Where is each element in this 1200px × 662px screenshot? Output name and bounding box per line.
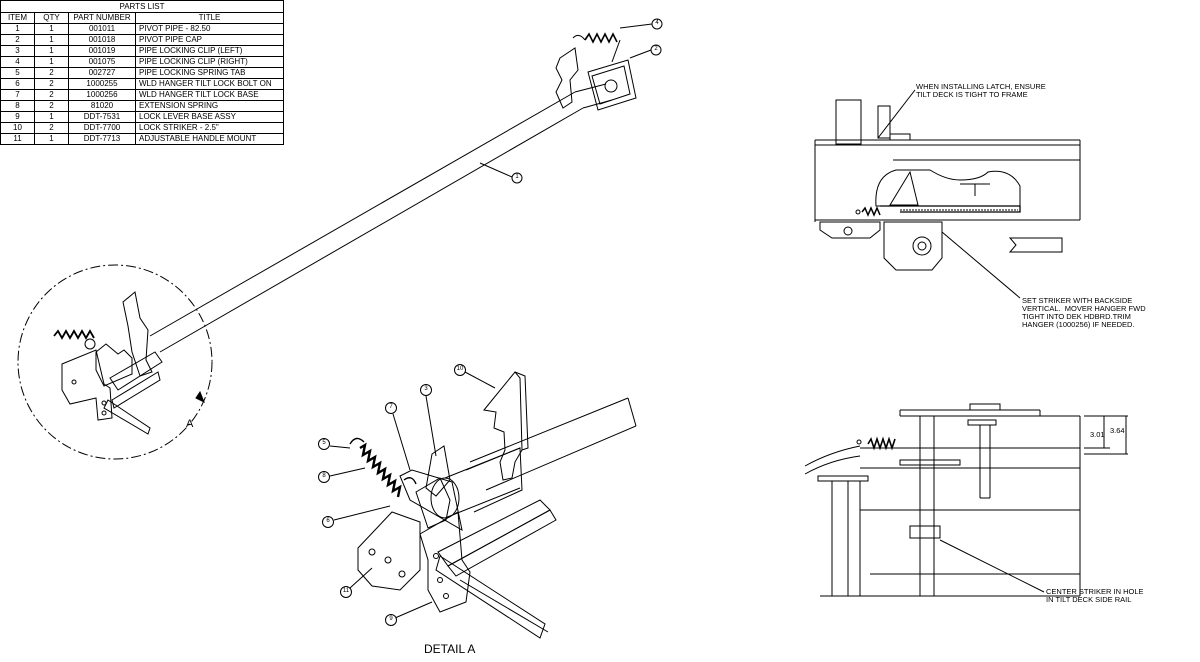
part-number-cell: 81020 xyxy=(68,100,136,112)
title-cell: ADJUSTABLE HANDLE MOUNT xyxy=(135,133,284,145)
item-cell: 3 xyxy=(0,45,35,57)
title-cell: PIVOT PIPE CAP xyxy=(135,34,284,46)
title-cell: PIVOT PIPE - 82.50 xyxy=(135,23,284,35)
header-title: TITLE xyxy=(135,12,284,24)
qty-cell: 2 xyxy=(34,78,69,90)
latch-side-view xyxy=(814,89,1081,299)
center-striker-note: CENTER STRIKER IN HOLE IN TILT DECK SIDE… xyxy=(1046,587,1144,604)
item-cell: 2 xyxy=(0,34,35,46)
dimension-3-64: 3.64 xyxy=(1110,426,1125,435)
balloon-2: 2 xyxy=(654,46,658,52)
qty-cell: 2 xyxy=(34,100,69,112)
part-number-cell: 1000255 xyxy=(68,78,136,90)
balloon-7: 7 xyxy=(389,404,393,410)
part-number-cell: 1000256 xyxy=(68,89,136,101)
header-item: ITEM xyxy=(0,12,35,24)
qty-cell: 2 xyxy=(34,122,69,134)
balloon-5: 5 xyxy=(322,440,326,446)
item-cell: 7 xyxy=(0,89,35,101)
item-cell: 6 xyxy=(0,78,35,90)
qty-cell: 1 xyxy=(34,34,69,46)
part-number-cell: DDT-7713 xyxy=(68,133,136,145)
dimension-3-01: 3.01 xyxy=(1090,430,1105,439)
balloon-4: 4 xyxy=(655,20,659,26)
striker-side-view xyxy=(804,403,1128,597)
parts-list-caption: PARTS LIST xyxy=(0,0,284,12)
item-cell: 10 xyxy=(0,122,35,134)
qty-cell: 1 xyxy=(34,133,69,145)
item-cell: 1 xyxy=(0,23,35,35)
header-part-number: PART NUMBER xyxy=(68,12,136,24)
balloon-1: 1 xyxy=(515,174,519,180)
item-cell: 5 xyxy=(0,67,35,79)
title-cell: PIPE LOCKING CLIP (LEFT) xyxy=(135,45,284,57)
qty-cell: 2 xyxy=(34,89,69,101)
item-cell: 11 xyxy=(0,133,35,145)
balloon-9: 9 xyxy=(389,616,393,622)
balloon-10: 10 xyxy=(456,366,464,372)
part-number-cell: 001019 xyxy=(68,45,136,57)
qty-cell: 2 xyxy=(34,67,69,79)
part-number-cell: 001011 xyxy=(68,23,136,35)
balloon-8: 8 xyxy=(322,473,326,479)
detail-a-view xyxy=(318,364,637,639)
item-cell: 8 xyxy=(0,100,35,112)
title-cell: WLD HANGER TILT LOCK BASE xyxy=(135,89,284,101)
qty-cell: 1 xyxy=(34,45,69,57)
striker-set-note: SET STRIKER WITH BACKSIDE VERTICAL. MOVE… xyxy=(1022,296,1146,329)
view-label-a: A xyxy=(186,418,194,430)
latch-install-note: WHEN INSTALLING LATCH, ENSURE TILT DECK … xyxy=(916,82,1046,99)
parts-list-header-row: ITEM QTY PART NUMBER TITLE xyxy=(0,12,284,24)
qty-cell: 1 xyxy=(34,23,69,35)
header-qty: QTY xyxy=(34,12,69,24)
qty-cell: 1 xyxy=(34,56,69,68)
balloon-11: 11 xyxy=(342,588,350,594)
part-number-cell: 002727 xyxy=(68,67,136,79)
title-cell: WLD HANGER TILT LOCK BOLT ON xyxy=(135,78,284,90)
detail-a-label: DETAIL A xyxy=(424,642,476,656)
balloon-6: 6 xyxy=(326,518,330,524)
balloon-3: 3 xyxy=(424,386,428,392)
qty-cell: 1 xyxy=(34,111,69,123)
title-cell: LOCK LEVER BASE ASSY xyxy=(135,111,284,123)
title-cell: PIPE LOCKING CLIP (RIGHT) xyxy=(135,56,284,68)
item-cell: 4 xyxy=(0,56,35,68)
part-number-cell: DDT-7531 xyxy=(68,111,136,123)
item-cell: 9 xyxy=(0,111,35,123)
title-cell: EXTENSION SPRING xyxy=(135,100,284,112)
part-number-cell: DDT-7700 xyxy=(68,122,136,134)
part-number-cell: 001075 xyxy=(68,56,136,68)
part-number-cell: 001018 xyxy=(68,34,136,46)
title-cell: PIPE LOCKING SPRING TAB xyxy=(135,67,284,79)
pivot-pipe-assembly xyxy=(17,18,663,460)
title-cell: LOCK STRIKER - 2.5" xyxy=(135,122,284,134)
